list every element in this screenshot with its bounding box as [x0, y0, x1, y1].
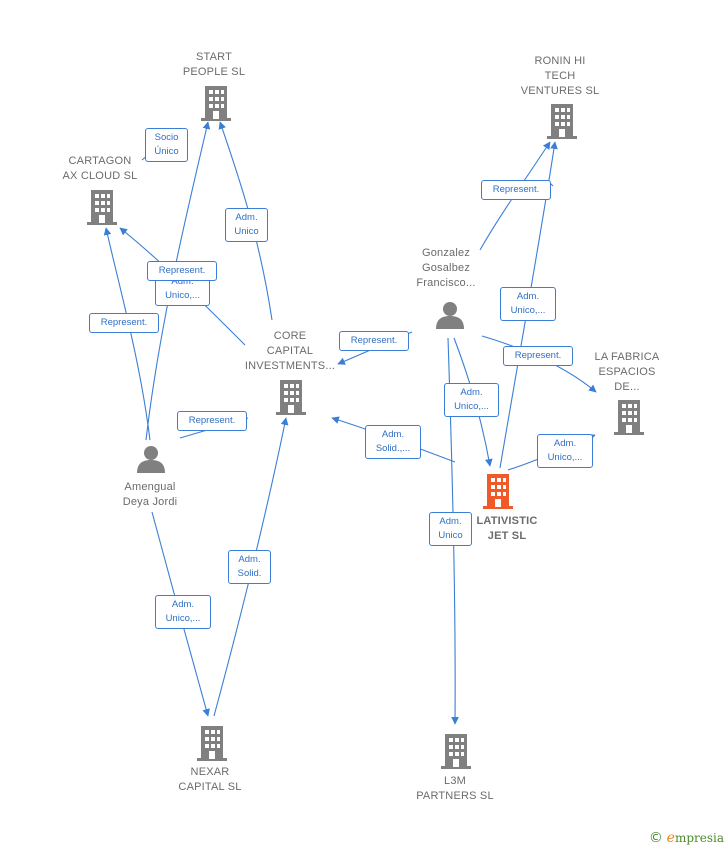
edge-label-adm-solid-multi[interactable]: Adm. Solid.,... — [365, 425, 421, 459]
building-icon-highlight[interactable] — [482, 474, 514, 510]
edge-label-represent[interactable]: Represent. — [503, 346, 573, 366]
node-label-cartagon: CARTAGON AX CLOUD SL — [62, 155, 138, 182]
node-label-nexar: NEXAR CAPITAL SL — [178, 766, 242, 793]
building-icon[interactable] — [546, 104, 578, 140]
edge-label-represent[interactable]: Represent. — [147, 261, 217, 281]
edge-label-adm-unico[interactable]: Adm. Unico — [429, 512, 472, 546]
building-icon[interactable] — [613, 400, 645, 436]
node-label-core-capital: CORE CAPITAL INVESTMENTS... — [244, 330, 336, 372]
edge-label-socio-unico[interactable]: Socio Único — [145, 128, 188, 162]
brand-logo: © empresia — [649, 830, 724, 846]
building-icon[interactable] — [86, 190, 118, 226]
edge-label-adm-solid[interactable]: Adm. Solid. — [228, 550, 271, 584]
edge-label-represent[interactable]: Represent. — [481, 180, 551, 200]
edge-label-adm-unico-multi[interactable]: Adm. Unico,... — [537, 434, 593, 468]
node-label-l3m: L3M PARTNERS SL — [416, 775, 494, 802]
edge-label-represent[interactable]: Represent. — [339, 331, 409, 351]
edge-amengual-cartagon — [103, 227, 151, 441]
node-label-gonzalez: Gonzalez Gosalbez Francisco... — [416, 247, 476, 289]
node-label-amengual: Amengual Deya Jordi — [122, 481, 178, 508]
brand-e-letter: e — [666, 830, 675, 846]
building-icon[interactable] — [440, 734, 472, 770]
edge-label-adm-unico[interactable]: Adm. Unico — [225, 208, 268, 242]
brand-name: mpresia — [674, 831, 724, 845]
person-icon[interactable] — [435, 300, 465, 330]
edge-label-represent[interactable]: Represent. — [177, 411, 247, 431]
building-icon[interactable] — [196, 726, 228, 762]
node-label-lativistic: LATIVISTIC JET SL — [476, 515, 538, 542]
edge-label-represent[interactable]: Represent. — [89, 313, 159, 333]
building-icon[interactable] — [200, 86, 232, 122]
node-label-la-fabrica: LA FABRICA ESPACIOS DE... — [594, 351, 660, 393]
edge-label-adm-unico-multi[interactable]: Adm. Unico,... — [444, 383, 499, 417]
edge-label-adm-unico-multi[interactable]: Adm. Unico,... — [155, 595, 211, 629]
edge-label-adm-unico-multi[interactable]: Adm. Unico,... — [500, 287, 556, 321]
node-label-ronin: RONIN HI TECH VENTURES SL — [520, 55, 600, 97]
node-label-start-people: START PEOPLE SL — [182, 51, 246, 78]
copyright-icon: © — [648, 830, 663, 846]
person-icon[interactable] — [136, 444, 166, 474]
building-icon[interactable] — [275, 380, 307, 416]
